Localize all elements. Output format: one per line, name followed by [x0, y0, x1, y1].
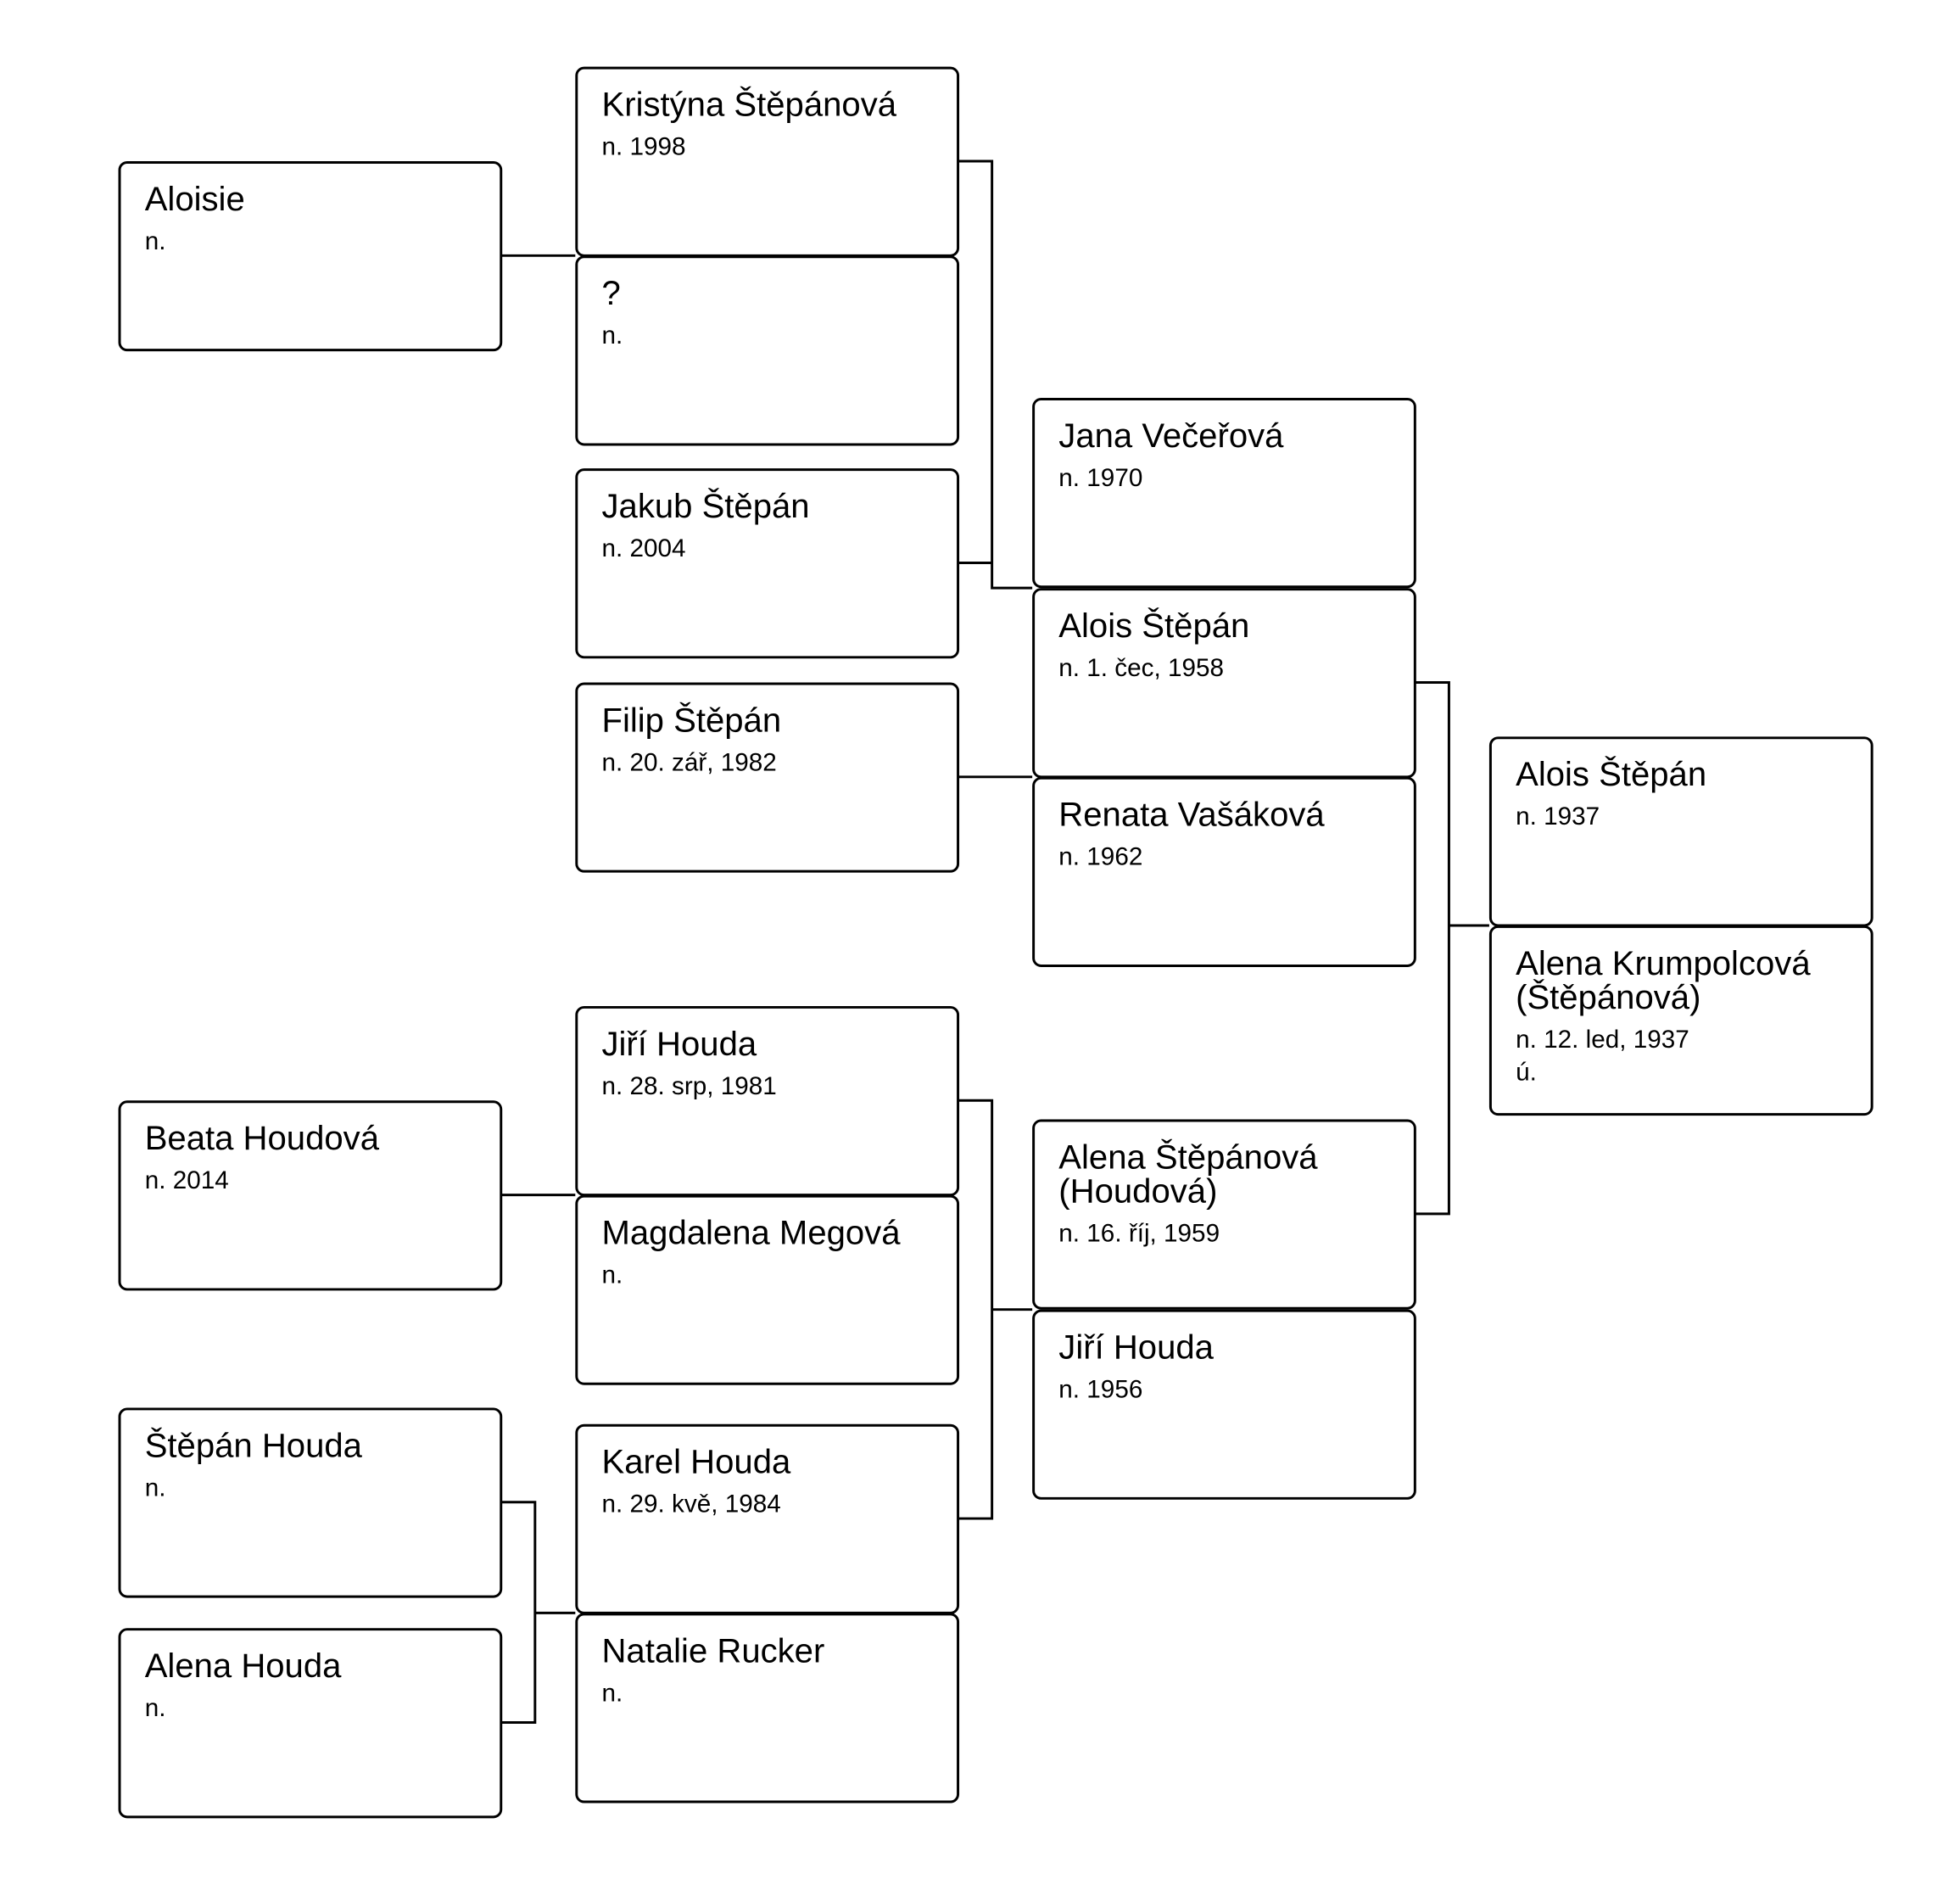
person-name: Kristýna Štěpánová — [601, 85, 897, 124]
person-dates: n. — [144, 227, 166, 256]
person-card-aloisie[interactable]: Aloisie n. — [118, 160, 503, 352]
person-name: Magdalena Megová — [601, 1213, 901, 1252]
person-card-kristyna-stepanova[interactable]: Kristýna Štěpánová n. 1998 — [575, 66, 960, 257]
person-name: Filip Štěpán — [601, 701, 782, 740]
person-card-beata-houdova[interactable]: Beata Houdová n. 2014 — [118, 1100, 503, 1291]
person-dates: n. 1998 — [601, 133, 686, 161]
connector-kristyna-to-parents — [957, 159, 1033, 590]
person-dates: n. — [144, 1694, 166, 1723]
person-dates: n. 12. led, 1937 ú. — [1516, 1026, 1689, 1087]
person-name: Alena Krumpolcová (Štěpánová) — [1516, 944, 1811, 1016]
person-name: Beata Houdová — [144, 1119, 379, 1158]
person-name: ? — [601, 274, 621, 313]
person-dates: n. 1970 — [1058, 464, 1143, 493]
person-card-alois-stepan-1937[interactable]: Alois Štěpán n. 1937 — [1488, 736, 1873, 927]
person-card-natalie-rucker[interactable]: Natalie Rucker n. — [575, 1613, 960, 1804]
person-dates: n. — [601, 1261, 623, 1289]
person-card-alena-krumpolcova[interactable]: Alena Krumpolcová (Štěpánová) n. 12. led… — [1488, 925, 1873, 1116]
person-dates: n. 1962 — [1058, 843, 1143, 872]
person-name: Alena Houda — [144, 1647, 342, 1685]
person-card-jiri-houda-1981[interactable]: Jiří Houda n. 28. srp, 1981 — [575, 1005, 960, 1197]
person-name: Alois Štěpán — [1516, 755, 1707, 794]
connector-alois-1958-to-parents — [1413, 681, 1450, 1216]
person-card-alena-stepanova-houdova[interactable]: Alena Štěpánová (Houdová) n. 16. říj, 19… — [1032, 1119, 1416, 1310]
person-dates: n. 1. čec, 1958 — [1058, 654, 1225, 683]
person-dates: n. 20. zář, 1982 — [601, 749, 777, 777]
person-dates: n. — [601, 1680, 623, 1708]
person-dates: n. 2014 — [144, 1166, 229, 1195]
person-name: Natalie Rucker — [601, 1631, 825, 1670]
person-dates: n. 1956 — [1058, 1376, 1143, 1404]
person-dates: n. 1937 — [1516, 802, 1600, 831]
person-dates: n. — [144, 1474, 166, 1502]
person-name: Aloisie — [144, 180, 245, 218]
person-dates: n. — [601, 322, 623, 350]
person-card-filip-stepan[interactable]: Filip Štěpán n. 20. zář, 1982 — [575, 682, 960, 873]
person-dates: n. 16. říj, 1959 — [1058, 1220, 1220, 1248]
person-card-unknown[interactable]: ? n. — [575, 255, 960, 446]
connector-stepan-alena-houda-junction — [500, 1501, 537, 1725]
person-card-jana-vecerova[interactable]: Jana Večeřová n. 1970 — [1032, 398, 1416, 589]
person-card-jiri-houda-1956[interactable]: Jiří Houda n. 1956 — [1032, 1309, 1416, 1500]
person-dates: n. 28. srp, 1981 — [601, 1072, 777, 1101]
person-card-karel-houda[interactable]: Karel Houda n. 29. kvě, 1984 — [575, 1423, 960, 1614]
person-name: Alois Štěpán — [1058, 607, 1250, 645]
person-name: Alena Štěpánová (Houdová) — [1058, 1138, 1318, 1211]
person-name: Renata Vašáková — [1058, 796, 1325, 834]
person-name: Jana Večeřová — [1058, 417, 1284, 455]
person-dates: n. 2004 — [601, 534, 686, 563]
person-name: Jiří Houda — [1058, 1328, 1214, 1367]
person-card-stepan-houda[interactable]: Štěpán Houda n. — [118, 1407, 503, 1598]
person-card-alena-houda[interactable]: Alena Houda n. — [118, 1628, 503, 1819]
person-card-alois-stepan-1958[interactable]: Alois Štěpán n. 1. čec, 1958 — [1032, 588, 1416, 779]
person-card-renata-vasakova[interactable]: Renata Vašáková n. 1962 — [1032, 776, 1416, 967]
connector-jiri-1981-to-parents — [957, 1099, 994, 1520]
person-card-magdalena-megova[interactable]: Magdalena Megová n. — [575, 1194, 960, 1385]
person-card-jakub-stepan[interactable]: Jakub Štěpán n. 2004 — [575, 468, 960, 659]
person-dates: n. 29. kvě, 1984 — [601, 1490, 781, 1519]
person-name: Jiří Houda — [601, 1025, 757, 1063]
person-name: Karel Houda — [601, 1443, 791, 1481]
person-name: Jakub Štěpán — [601, 487, 810, 525]
person-name: Štěpán Houda — [144, 1426, 362, 1465]
